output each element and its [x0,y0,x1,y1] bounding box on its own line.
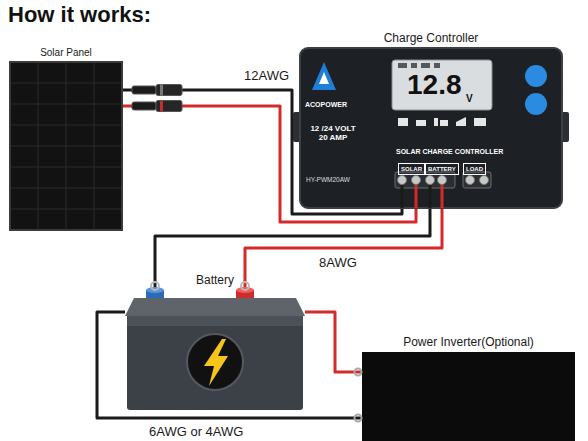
panel-frame [10,62,122,230]
plug-male [156,85,182,96]
wire-gauge: 8AWG [318,255,358,271]
brand-logo-inner [319,72,329,84]
controller-body [300,48,562,208]
panel-art [10,62,122,230]
solar-panel: Solar Panel [10,62,122,230]
voltage-reading: 12.8 [407,71,462,99]
controller-art [293,48,569,208]
wire-stub [429,185,432,208]
node-heading: Charge Controller [384,31,479,45]
plug-female [132,102,156,110]
mc4-connector [132,85,182,112]
battery: Battery [125,290,305,410]
terminal-screw [438,176,447,185]
status-icons [398,117,486,126]
terminal-label: BATTERY [425,163,459,175]
terminal-screw [412,176,421,185]
node-heading: Solar Panel [40,47,92,59]
ring-terminal [355,369,362,376]
battery-emblem [187,334,243,390]
battery-body [127,316,303,410]
ring-terminal [241,282,249,290]
power-inverter: Power Inverter(Optional) [362,352,575,441]
plug-band [160,85,163,96]
wire [305,312,362,372]
terminal-screw [480,176,489,185]
wire-stub [401,185,404,208]
wire-stub [441,185,444,208]
model-number: HY-PWM20AW [306,177,350,184]
inverter-art [355,352,576,441]
unit-symbol: V [466,94,473,104]
battery-lid [125,298,305,316]
node-heading: Battery [196,273,234,287]
battery-band [127,316,303,326]
terminal-label: SOLAR [398,163,425,175]
wire-gauge: 6AWG or 4AWG [148,424,244,440]
node-heading: Power Inverter(Optional) [403,335,534,349]
inverter-body [362,352,575,441]
terminal-screw [426,176,435,185]
lcd-screen [392,60,492,110]
wire [97,312,362,418]
product-name: SOLAR CHARGE CONTROLLER [396,148,503,155]
brand-logo [312,62,336,90]
ring-terminal [355,415,362,422]
battery-art [125,282,305,410]
plug-female [132,86,156,94]
terminal-screw [466,176,475,185]
menu-button [525,93,547,115]
lcd-icons [398,63,440,68]
rating-text: 12 /24 VOLT 20 AMP [305,124,361,142]
lightning-bolt [204,339,228,386]
panel-cells [11,63,121,229]
plug-band [160,101,163,112]
plug-male [156,101,182,112]
diagram-title: How it works: [8,2,151,27]
menu-button [525,65,547,87]
terminal-screw [398,176,407,185]
terminal-label: LOAD [463,163,486,175]
wire-stub [415,185,418,208]
ring-terminal [151,282,159,290]
wire-gauge: 12AWG [243,68,290,84]
wire [245,208,442,290]
brand-name: ACOPOWER [305,101,347,108]
